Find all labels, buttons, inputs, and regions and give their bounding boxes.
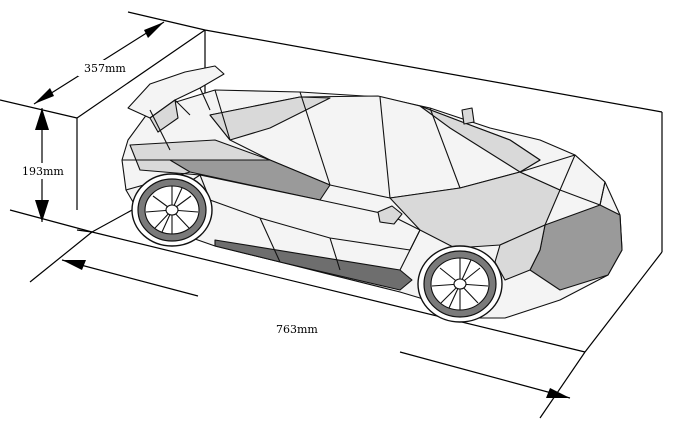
car-roof-antenna: [461, 107, 475, 125]
length-dimension-line-right: [399, 351, 571, 399]
width-label: 357mm: [84, 62, 126, 75]
car-model: [121, 65, 623, 323]
front-wheel: [417, 245, 503, 323]
car-spoiler-strut: [174, 87, 211, 116]
extension-line-top-back: [127, 11, 206, 31]
width-arrow-start: [34, 88, 54, 104]
front-wheel-spokes: [431, 258, 489, 310]
width-dimension: 357mm: [33, 21, 165, 105]
length-label: 763mm: [276, 323, 318, 336]
height-label: 193mm: [22, 165, 64, 178]
height-dimension: 193mm: [20, 108, 64, 222]
box-top-left-depth-edge: [76, 29, 206, 119]
rear-wheel: [131, 173, 213, 247]
height-arrow-start: [35, 108, 49, 130]
width-arrow-end: [144, 22, 164, 38]
box-top-back-edge: [204, 29, 663, 113]
extension-line-length-right: [539, 351, 586, 419]
bounding-box: [76, 29, 663, 353]
car-rear-window: [209, 96, 331, 141]
box-bottom-right-depth-edge: [584, 251, 663, 353]
length-arrow-start: [62, 260, 86, 270]
extension-line-length-left: [29, 231, 93, 283]
length-dimension-line-left: [61, 259, 199, 297]
car-windshield: [419, 105, 541, 173]
extension-line-top-left: [0, 99, 78, 119]
length-dimension: 763mm: [61, 259, 571, 399]
box-bottom-front-edge: [91, 231, 586, 353]
width-label-bg: [78, 60, 124, 76]
front-wheel-hub: [453, 278, 467, 290]
rear-wheel-hub: [165, 204, 179, 216]
extension-line-bottom-left: [9, 209, 93, 233]
height-arrow-end: [35, 200, 49, 222]
height-label-bg: [20, 163, 62, 179]
length-arrow-end: [546, 388, 570, 398]
extension-lines: [0, 11, 586, 419]
rear-wheel-spokes: [145, 186, 199, 234]
car-side-mirror: [377, 205, 403, 225]
